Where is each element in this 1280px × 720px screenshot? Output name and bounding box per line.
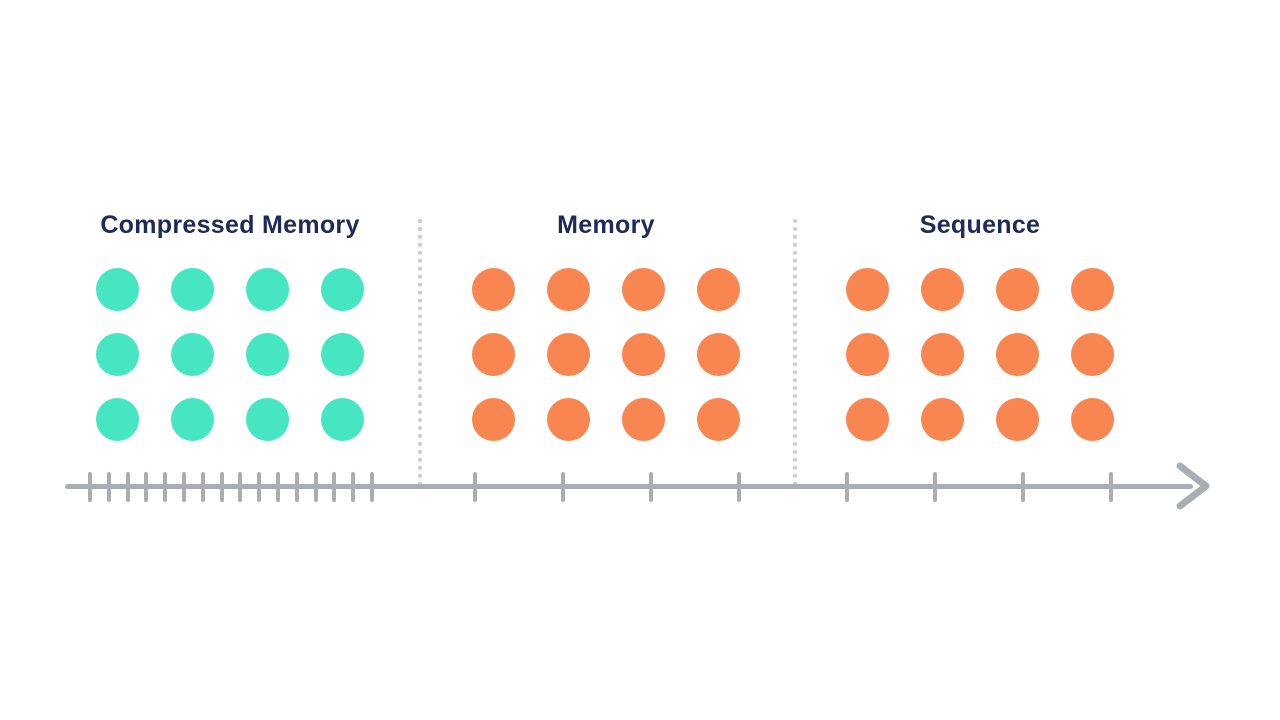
dot	[846, 268, 889, 311]
axis-tick	[649, 472, 653, 502]
dot-grid-sequence	[846, 268, 1114, 441]
dot	[697, 268, 740, 311]
axis-tick	[370, 472, 374, 502]
dot	[1071, 398, 1114, 441]
dot	[921, 333, 964, 376]
dot	[622, 333, 665, 376]
axis-tick	[1021, 472, 1025, 502]
axis-tick	[182, 472, 186, 502]
dot	[171, 268, 214, 311]
dot	[171, 398, 214, 441]
dot	[171, 333, 214, 376]
dot	[321, 333, 364, 376]
dot	[697, 333, 740, 376]
axis-tick	[737, 472, 741, 502]
dot	[1071, 268, 1114, 311]
dot	[321, 398, 364, 441]
axis-tick	[200, 472, 205, 502]
axis-tick	[933, 472, 937, 502]
axis-tick	[313, 472, 318, 502]
section-title-compressed-memory: Compressed Memory	[100, 211, 360, 239]
dot-grid-memory	[472, 268, 740, 441]
dot	[96, 268, 139, 311]
dot	[622, 268, 665, 311]
axis-tick	[219, 472, 224, 502]
dot	[246, 333, 289, 376]
axis-tick	[163, 472, 168, 502]
dot	[96, 333, 139, 376]
axis-tick	[561, 472, 565, 502]
axis-tick	[294, 472, 299, 502]
dot	[472, 398, 515, 441]
timeline-axis	[65, 484, 1193, 489]
dot	[96, 398, 139, 441]
dot	[472, 268, 515, 311]
axis-tick	[276, 472, 280, 502]
dot	[246, 398, 289, 441]
axis-tick	[257, 472, 262, 502]
dotted-separator-line	[418, 219, 422, 486]
dot	[921, 398, 964, 441]
axis-tick	[106, 472, 111, 502]
axis-tick	[125, 472, 130, 502]
dot	[547, 268, 590, 311]
dot-grid-compressed-memory	[96, 268, 364, 441]
axis-tick	[144, 472, 149, 502]
section-title-memory: Memory	[557, 211, 655, 239]
dot	[321, 268, 364, 311]
section-title-sequence: Sequence	[919, 211, 1041, 239]
dot	[1071, 333, 1114, 376]
axis-tick	[1109, 472, 1113, 502]
axis-tick	[238, 472, 243, 502]
axis-tick	[845, 472, 849, 502]
dot	[846, 398, 889, 441]
dot	[246, 268, 289, 311]
dotted-separator-line	[793, 219, 797, 486]
axis-arrow-icon	[1176, 462, 1210, 510]
dot	[697, 398, 740, 441]
dot	[547, 333, 590, 376]
dot	[996, 268, 1039, 311]
dot	[996, 398, 1039, 441]
dot	[622, 398, 665, 441]
dot	[472, 333, 515, 376]
axis-tick	[88, 472, 92, 502]
dot	[846, 333, 889, 376]
dot	[547, 398, 590, 441]
dot	[996, 333, 1039, 376]
dot	[921, 268, 964, 311]
axis-tick	[351, 472, 356, 502]
axis-tick	[332, 472, 337, 502]
axis-tick	[473, 472, 477, 502]
